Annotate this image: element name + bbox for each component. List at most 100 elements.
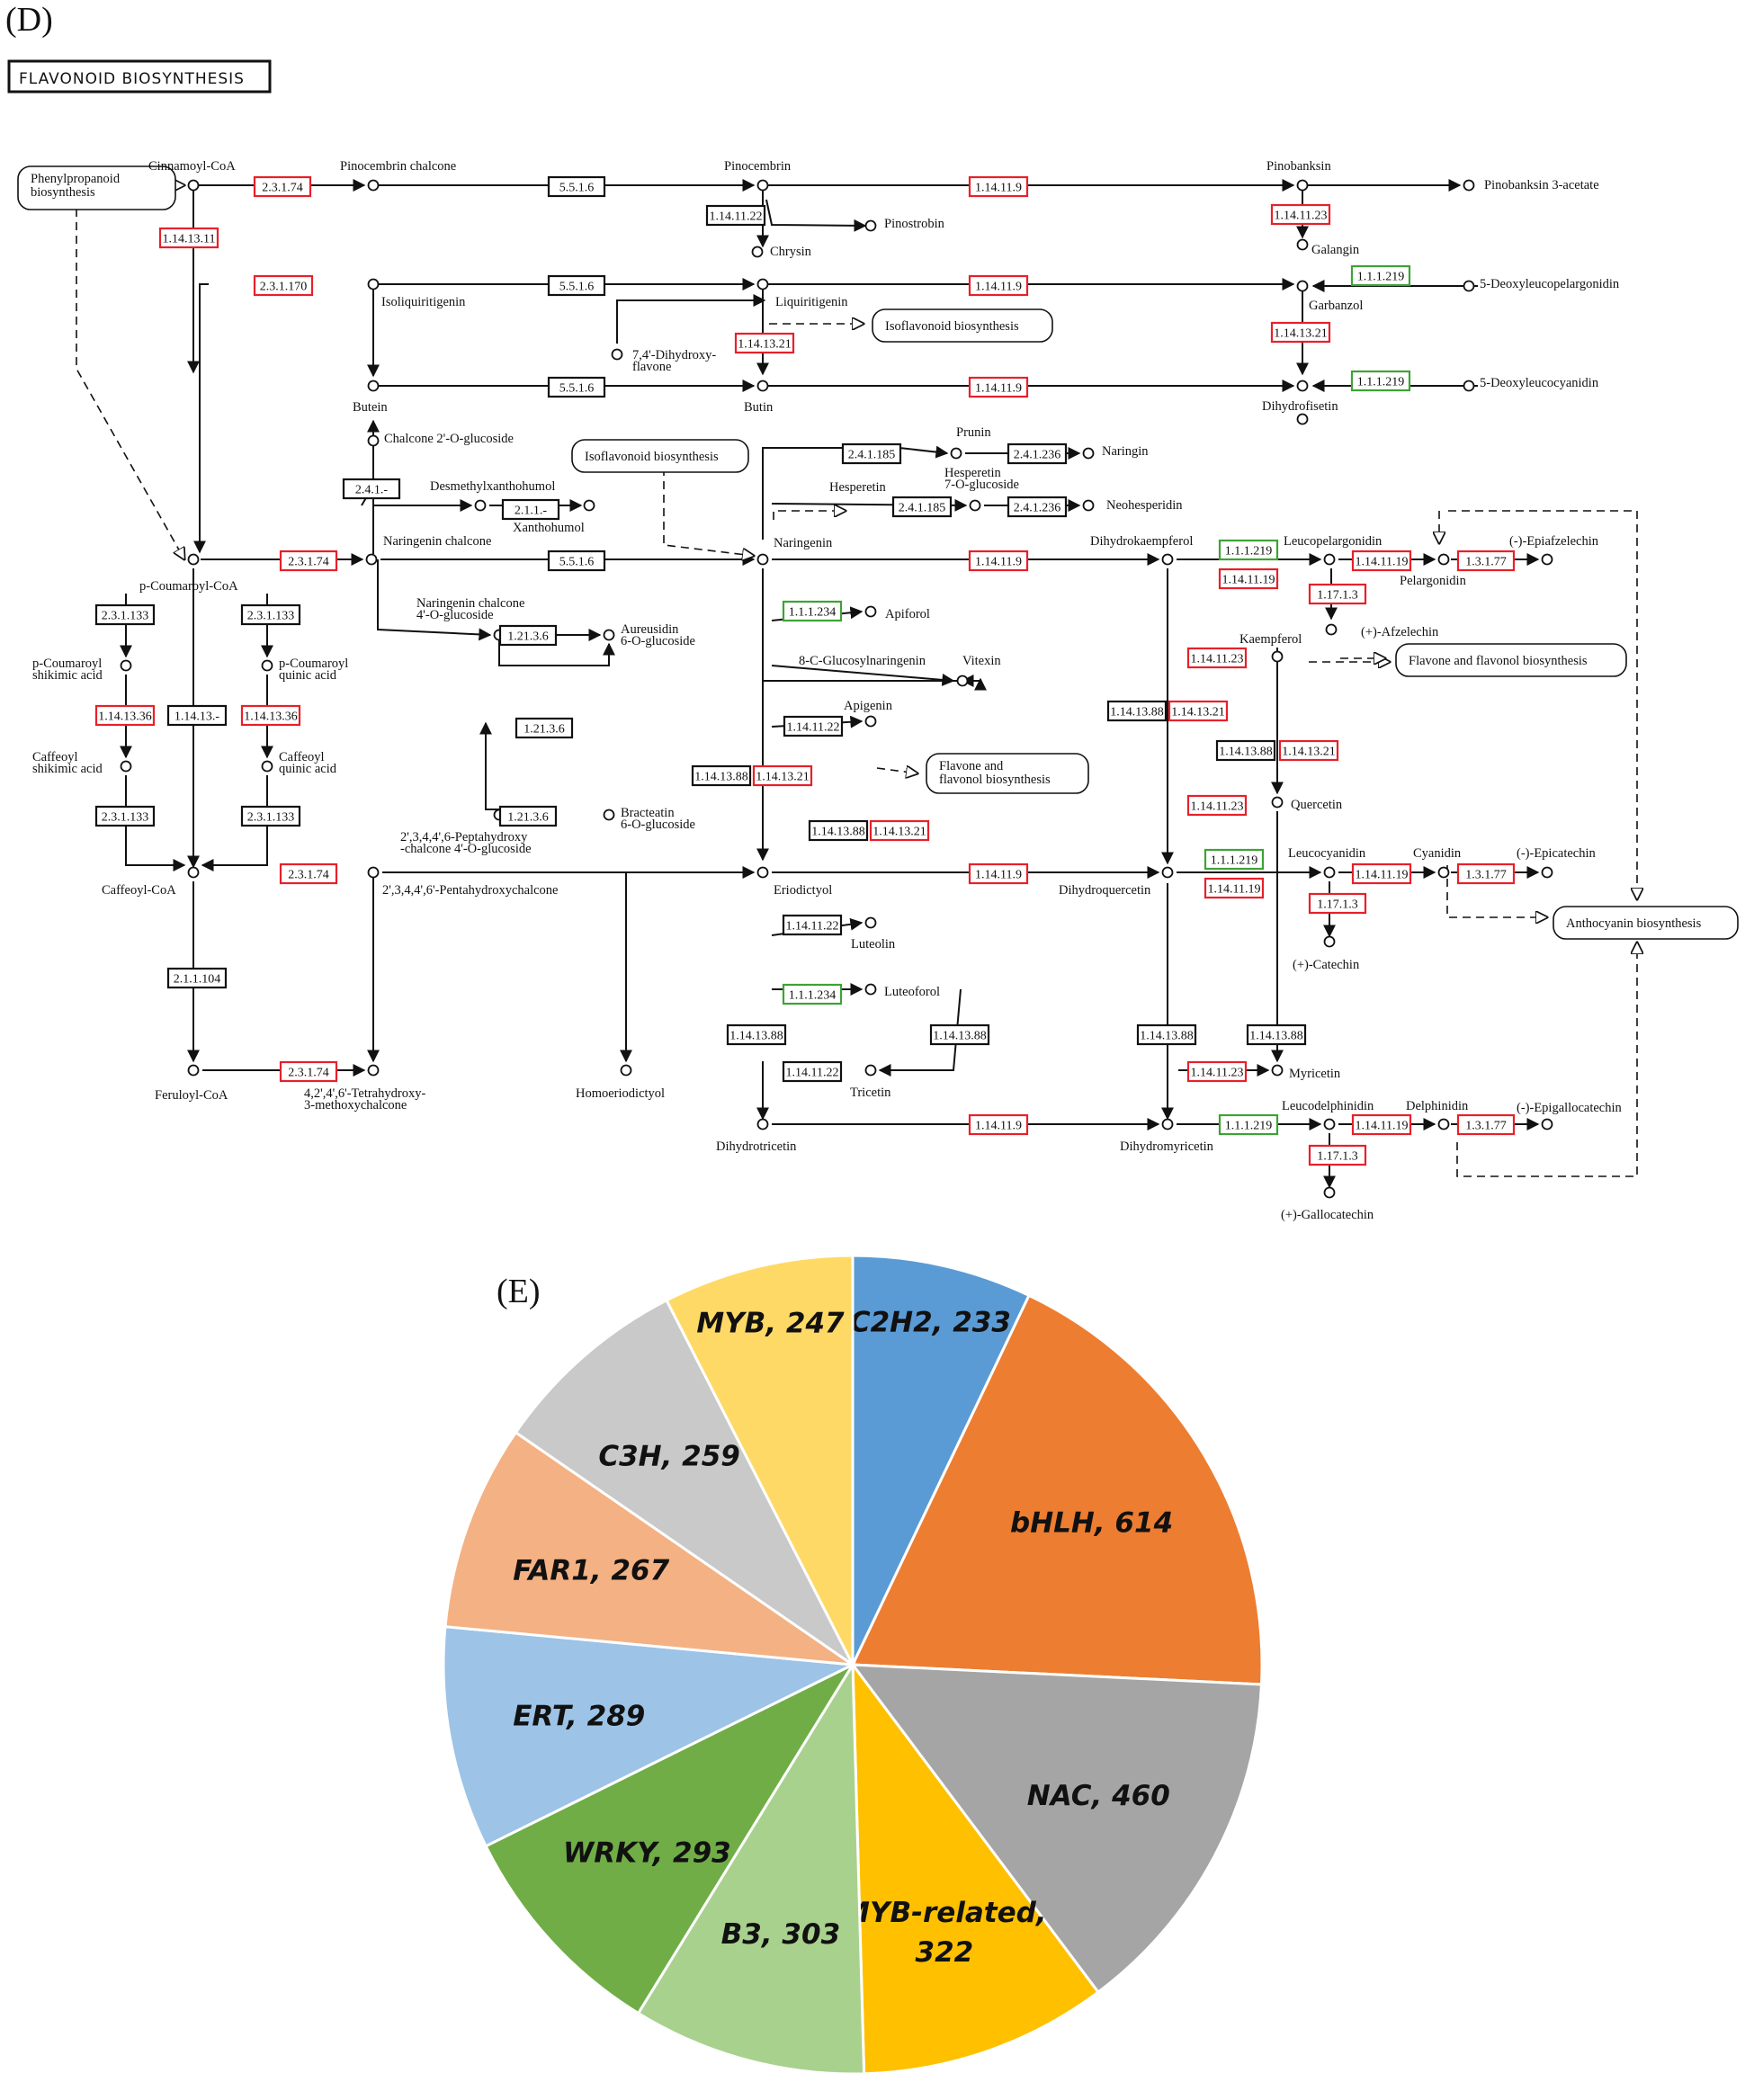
enzyme-box-black: [841, 442, 902, 465]
compound-pinocembrin: Pinocembrin: [724, 159, 792, 174]
enzyme-box-black: [498, 624, 558, 647]
enzyme-ec-label: 1.14.13.21: [756, 771, 810, 784]
compound-node: [187, 866, 200, 879]
compound-node: [864, 219, 877, 232]
enzyme-box-black: [166, 704, 228, 727]
enzyme-box-red: [1186, 647, 1248, 669]
enzyme-box-green: [782, 983, 843, 1005]
pie-slice-c3h: [514, 1298, 855, 1667]
enzyme-box-red: [279, 1060, 338, 1083]
enzyme-ec-label: 1.1.1.219: [1211, 854, 1258, 868]
enzyme-box-red: [158, 227, 219, 249]
enzyme-box-red: [1168, 700, 1229, 722]
compound-node: [1437, 1118, 1450, 1130]
compound-dihydrotricetin: Dihydrotricetin: [716, 1139, 797, 1154]
pie-slice-bhlh: [850, 1293, 1264, 1686]
enzyme-ec-label: 2.4.1.236: [1014, 449, 1061, 462]
compound-p-coumaroyl-coa: p-Coumaroyl-CoA: [139, 579, 238, 594]
compound-8-c-glucosylnaringenin: 8-C-Glucosylnaringenin: [799, 654, 926, 668]
enzyme-ec-label: 1.14.13.88: [1140, 1030, 1194, 1043]
enzyme-ec-label: 1.1.1.234: [789, 606, 837, 620]
compound-node: [756, 553, 769, 566]
compound-dihydromyricetin: Dihydromyricetin: [1120, 1139, 1214, 1154]
enzyme-ec-label: 1.14.11.22: [786, 920, 839, 934]
enzyme-box-red: [752, 764, 813, 787]
enzyme-box-red: [1351, 862, 1412, 885]
enzyme-ec-label: 2.3.1.133: [102, 610, 149, 623]
compound-node: [1161, 1118, 1174, 1130]
enzyme-box-red: [1278, 739, 1339, 762]
pathway-lines: [76, 185, 1637, 1189]
enzyme-box-black: [929, 1023, 990, 1046]
enzyme-box-red: [968, 376, 1029, 398]
enzyme-ec-label: 1.14.13.11: [163, 233, 216, 246]
enzyme-ec-label: 2.4.1.185: [848, 449, 896, 462]
compound-node: [367, 380, 380, 392]
compound-node: [1323, 935, 1336, 948]
enzyme-ec-label: 1.14.11.22: [786, 1067, 839, 1080]
compound-node: [1271, 650, 1284, 663]
compound-node: [1161, 866, 1174, 879]
compound-node: [864, 715, 877, 728]
enzyme-box-black: [782, 914, 843, 936]
compound-node: [1271, 796, 1284, 809]
compound-pinobanksin: Pinobanksin: [1266, 159, 1331, 174]
compound-node: [367, 278, 380, 290]
compound-node: [367, 434, 380, 447]
enzyme-box-red: [1351, 1113, 1412, 1136]
compound-node: [969, 499, 981, 512]
enzyme-box-black: [501, 498, 560, 521]
compound-butin: Butin: [744, 400, 774, 415]
compound-naringenin: Naringenin: [774, 536, 833, 550]
enzyme-ec-label: 2.3.1.133: [247, 811, 295, 825]
enzyme-box-black: [726, 1023, 787, 1046]
enzyme-box-red: [968, 175, 1029, 198]
enzyme-ec-label: 1.14.11.9: [975, 869, 1022, 882]
pie-label-c2h2: C2H2, 233: [850, 1306, 1011, 1338]
compound-node: [864, 983, 877, 996]
compound-node: [1325, 623, 1338, 636]
compound-homoeriodictyol: Homoeriodictyol: [576, 1086, 665, 1101]
enzyme-box-red: [1218, 567, 1279, 590]
enzyme-ec-label: 1.14.13.36: [244, 710, 298, 724]
compound-node: [365, 553, 378, 566]
enzyme-box-red: [1186, 1060, 1248, 1083]
compound-delphinidin: Delphinidin: [1406, 1099, 1469, 1113]
compound-leucocyanidin: Leucocyanidin: [1288, 846, 1366, 861]
enzyme-ec-label: 1.14.13.21: [1274, 327, 1328, 341]
compound-node: [1296, 380, 1309, 392]
compound-node: [1463, 380, 1475, 392]
compound-luteolin: Luteolin: [851, 937, 896, 952]
compound-apigenin: Apigenin: [844, 699, 893, 713]
compound-node: [1463, 280, 1475, 292]
pie-label-myb-related: MYB-related,322: [842, 1897, 1046, 1969]
enzyme-box-black: [498, 805, 558, 827]
compound-node: [620, 1064, 632, 1077]
compound-node: [1296, 179, 1309, 192]
enzyme-box-red: [1186, 794, 1248, 817]
enzyme-box-red: [869, 819, 930, 842]
enzyme-box-red: [253, 274, 314, 297]
compound-dihydroquercetin: Dihydroquercetin: [1059, 883, 1151, 898]
enzyme-ec-label: 1.21.3.6: [507, 630, 549, 644]
enzyme-ec-label: 1.14.13.21: [872, 826, 926, 839]
compound-4-2-4-6-tetrahydroxy-3-methoxychalcone: 4,2',4',6'-Tetrahydroxy-3-methoxychalcon…: [304, 1086, 425, 1113]
compound-luteoforol: Luteoforol: [884, 985, 940, 999]
enzyme-ec-label: 1.14.11.23: [1191, 653, 1244, 666]
enzyme-ec-label: 2.4.1.236: [1014, 502, 1061, 515]
compound-xanthohumol: Xanthohumol: [513, 521, 585, 535]
compound-node: [603, 629, 615, 641]
enzyme-ec-label: 1.14.13.88: [1249, 1030, 1303, 1043]
enzyme-ec-label: 1.1.1.219: [1357, 271, 1405, 284]
compound-2-3-4-4-6-peptahydroxy-chalcone-4-o-glucoside: 2',3,4,4',6-Peptahydroxy-chalcone 4'-O-g…: [400, 830, 532, 856]
enzyme-ec-label: 1.14.11.9: [975, 556, 1022, 569]
enzyme-ec-label: 1.14.13.21: [1171, 706, 1225, 719]
compound-pinostrobin: Pinostrobin: [884, 217, 945, 231]
compound-node: [1541, 553, 1553, 566]
compound-node: [187, 179, 200, 192]
enzyme-ec-label: 2.1.1.-: [515, 505, 548, 518]
enzyme-ec-label: 1.3.1.77: [1465, 869, 1507, 882]
